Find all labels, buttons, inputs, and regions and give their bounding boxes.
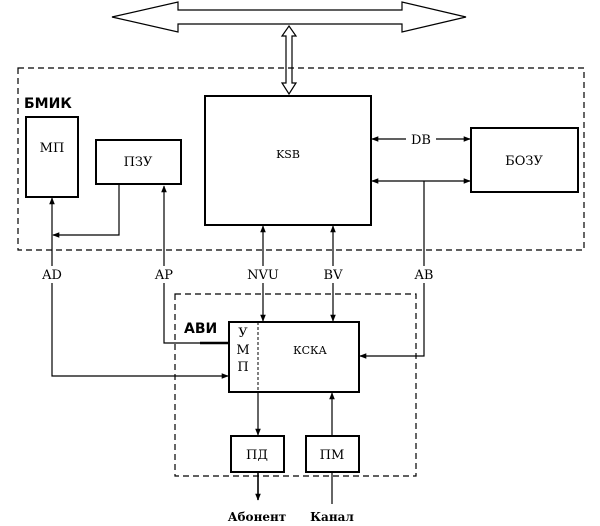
- abonent-label: Абонент: [228, 510, 286, 524]
- bv-label: BV: [324, 268, 344, 283]
- db-label: DB: [411, 133, 431, 148]
- ad-line: [49, 197, 229, 379]
- bozu-label: БОЗУ: [505, 154, 543, 169]
- ump-letter-u: У: [238, 326, 248, 341]
- kska-label: КСКА: [293, 344, 327, 357]
- pm-block: [305, 435, 360, 473]
- pd-block: [230, 435, 285, 473]
- kanal-label: Канал: [310, 510, 354, 524]
- ksb-label: KSB: [276, 148, 300, 161]
- bmik-group: [17, 67, 585, 251]
- ump-letter-m: М: [236, 343, 249, 358]
- pzu-label: ПЗУ: [124, 155, 153, 170]
- bus-to-ksb-arrow: [280, 24, 298, 96]
- avi-group: [174, 293, 417, 477]
- avi-label: АВИ: [184, 321, 217, 337]
- ad-label: AD: [41, 268, 62, 283]
- pzu-block: [95, 139, 182, 185]
- ksb-block: [204, 95, 372, 226]
- pm-label: ПМ: [320, 448, 345, 463]
- ump-letter-p: П: [237, 360, 248, 375]
- bozu-block: [470, 127, 579, 193]
- ap-label: AP: [154, 268, 173, 283]
- ab-label: AB: [414, 268, 434, 283]
- kska-block: [228, 321, 360, 393]
- bmik-label: БМИК: [24, 96, 72, 112]
- nvu-label: NVU: [247, 268, 279, 283]
- system-bus-arrow: [111, 1, 467, 33]
- mp-label: МП: [40, 141, 65, 156]
- mp-block: [25, 116, 79, 198]
- ab-line: [359, 181, 425, 359]
- pd-label: ПД: [246, 448, 268, 463]
